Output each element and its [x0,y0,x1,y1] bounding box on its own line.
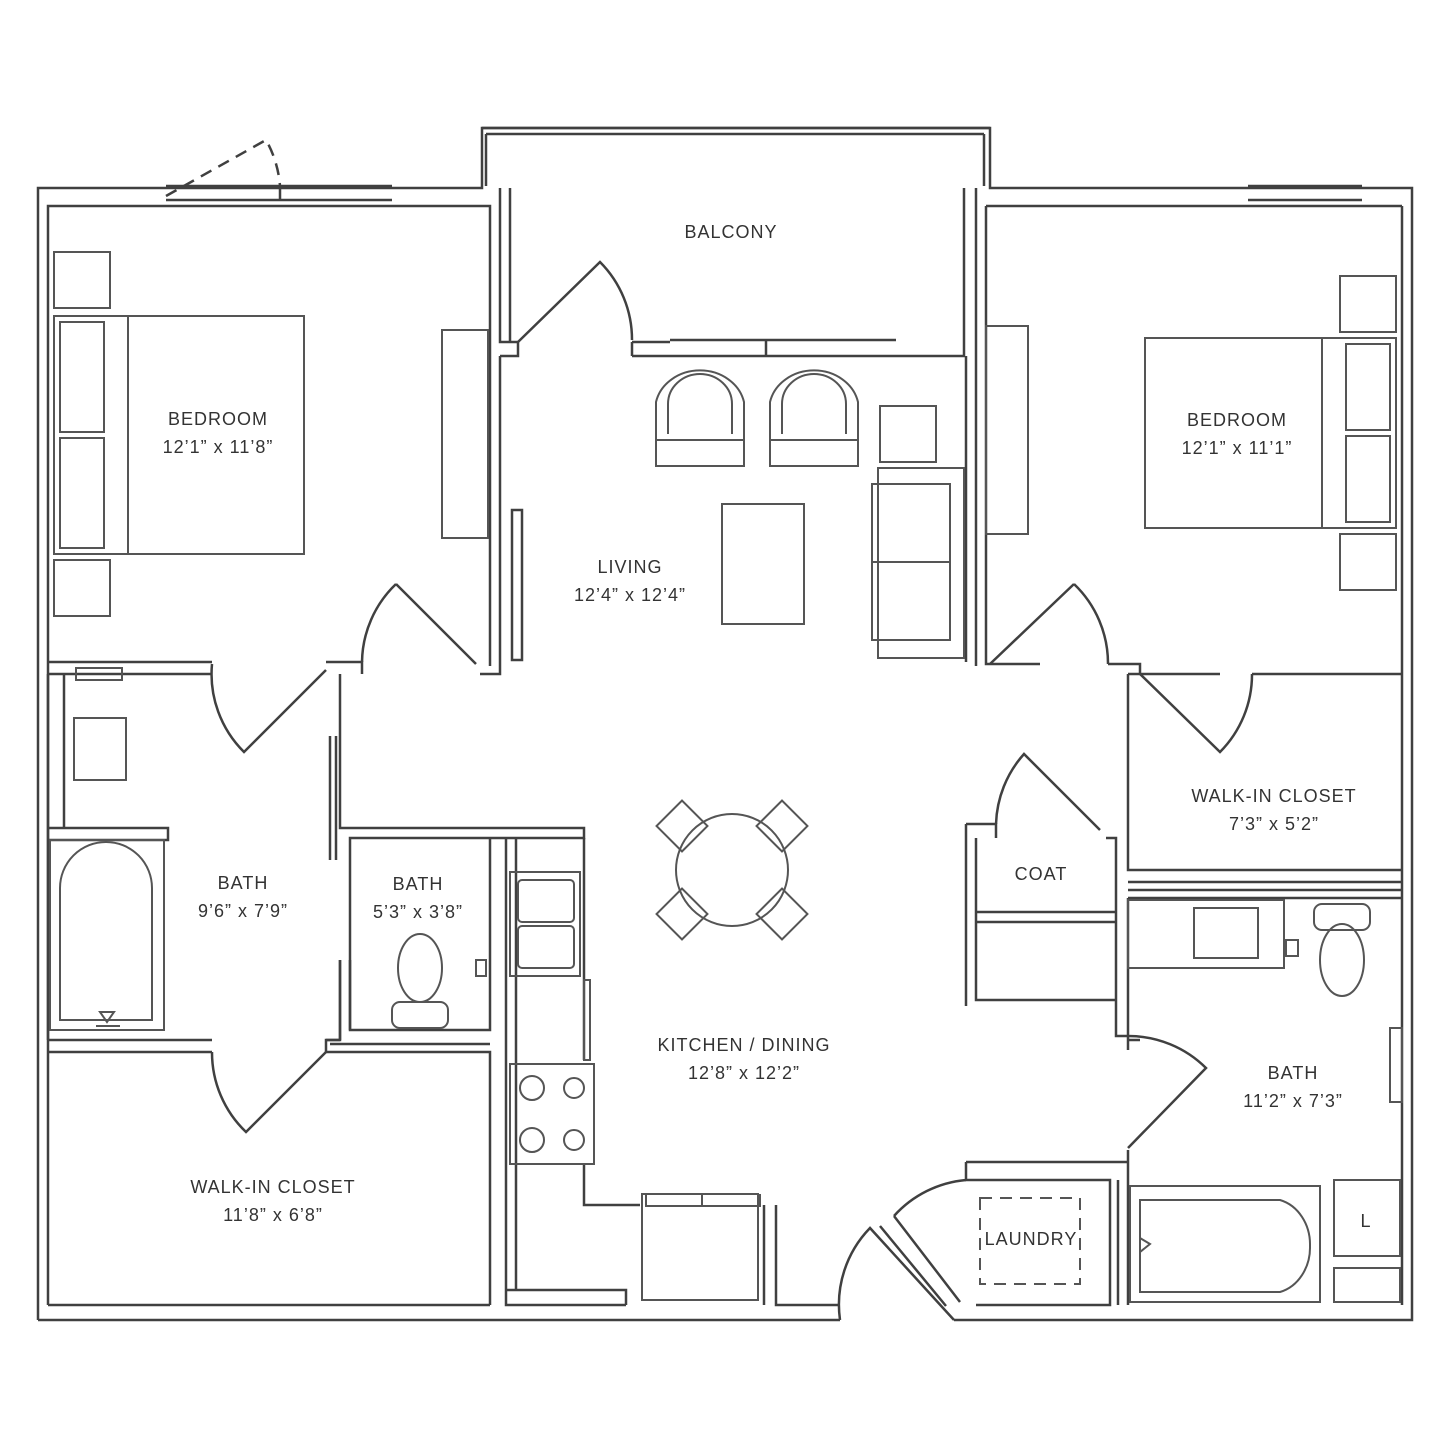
kitchen-walls [504,838,840,1307]
hall-wall-left [324,674,586,1305]
right-bed-headboard [1321,337,1397,529]
kitchen-sink-basin-1 [517,879,575,923]
small-bath-towel-bar [475,959,487,977]
door-balcony [517,260,634,343]
left-bathtub-faucet [96,1011,120,1027]
kitchen-counter-right [583,979,591,1061]
door-left-bath-pocket [328,736,338,860]
dining-chair-1 [655,799,709,853]
kitchen-sink-basin-2 [517,925,575,969]
right-closet-walls [1126,672,1402,900]
right-dresser [985,325,1029,535]
balcony-wall-right [896,188,966,358]
small-bath-toilet-tank [391,1001,449,1029]
left-bathtub [49,839,165,1031]
right-bedroom-wall [964,204,1402,674]
exterior-wall-inner-line [46,204,1404,1305]
door-entry [837,1226,955,1321]
kitchen-range [509,1063,595,1165]
left-bed [53,315,305,555]
range-burner-4 [563,1129,585,1151]
left-bath-walls [46,674,212,1054]
left-pillow-1 [59,321,105,433]
laundry-machines [979,1197,1081,1285]
right-pillow-1 [1345,343,1391,431]
right-bath-towel-bar [1285,939,1299,957]
living-armchair-1 [655,369,745,467]
door-laundry [879,1178,967,1307]
right-bathtub [1129,1185,1321,1303]
living-armchair-2 [769,369,859,467]
door-right-closet [1139,673,1254,754]
small-bath-toilet-bowl [397,933,443,1003]
laundry-walls [964,1160,1128,1307]
range-burner-2 [563,1077,585,1099]
small-bath-wall [326,1038,490,1046]
living-side-table [879,405,937,463]
coat-closet-walls [964,822,1128,1038]
left-nightstand-top [53,251,111,309]
window-right-bedroom [1248,184,1362,202]
dining-chair-4 [755,887,809,941]
right-bathtub-faucet [1139,1236,1152,1255]
kitchen-sink [509,871,581,977]
left-nightstand-bottom [53,559,111,617]
exterior-wall-outline [36,126,1414,1322]
right-bath-toilet-bowl [1319,923,1365,997]
linen-closet-lower [1333,1267,1401,1303]
linen-closet [1333,1179,1401,1257]
dining-table [675,813,789,927]
refrigerator-top [645,1194,761,1207]
left-dresser [441,329,489,539]
living-sofa [871,467,965,659]
left-bedroom-bottom-wall [48,356,502,676]
right-bed [1144,337,1397,529]
right-bath-vanity [1127,899,1285,969]
doors [165,138,1254,1321]
left-bed-headboard [53,315,129,555]
left-bath-vanity [73,717,127,781]
balcony-rail [482,126,990,186]
walls [36,126,1414,1322]
right-bath-sink [1193,907,1259,959]
door-coat [994,752,1101,831]
fixtures [49,251,1403,1303]
balcony-front-wall [630,340,670,358]
range-burner-1 [519,1075,545,1101]
dining-chair-3 [655,887,709,941]
door-left-bedroom [360,583,477,665]
refrigerator [641,1193,759,1301]
door-right-bedroom [989,583,1110,665]
door-left-bath [210,663,327,754]
right-bath-toilet-tank [1313,903,1371,931]
left-bath-mirror [75,667,123,681]
living-coffee-table [721,503,805,625]
window-living [670,338,896,358]
door-right-bath [1127,1034,1208,1149]
right-bath-door-pocket [1389,1027,1403,1103]
dining-chair-2 [755,799,809,853]
right-pillow-2 [1345,435,1391,523]
door-living-pocket [510,508,524,662]
door-left-closet [210,1051,327,1134]
door-small-bath [338,960,352,1040]
range-burner-3 [519,1127,545,1153]
right-nightstand-bottom [1339,533,1397,591]
left-pillow-2 [59,437,105,549]
right-nightstand-top [1339,275,1397,333]
